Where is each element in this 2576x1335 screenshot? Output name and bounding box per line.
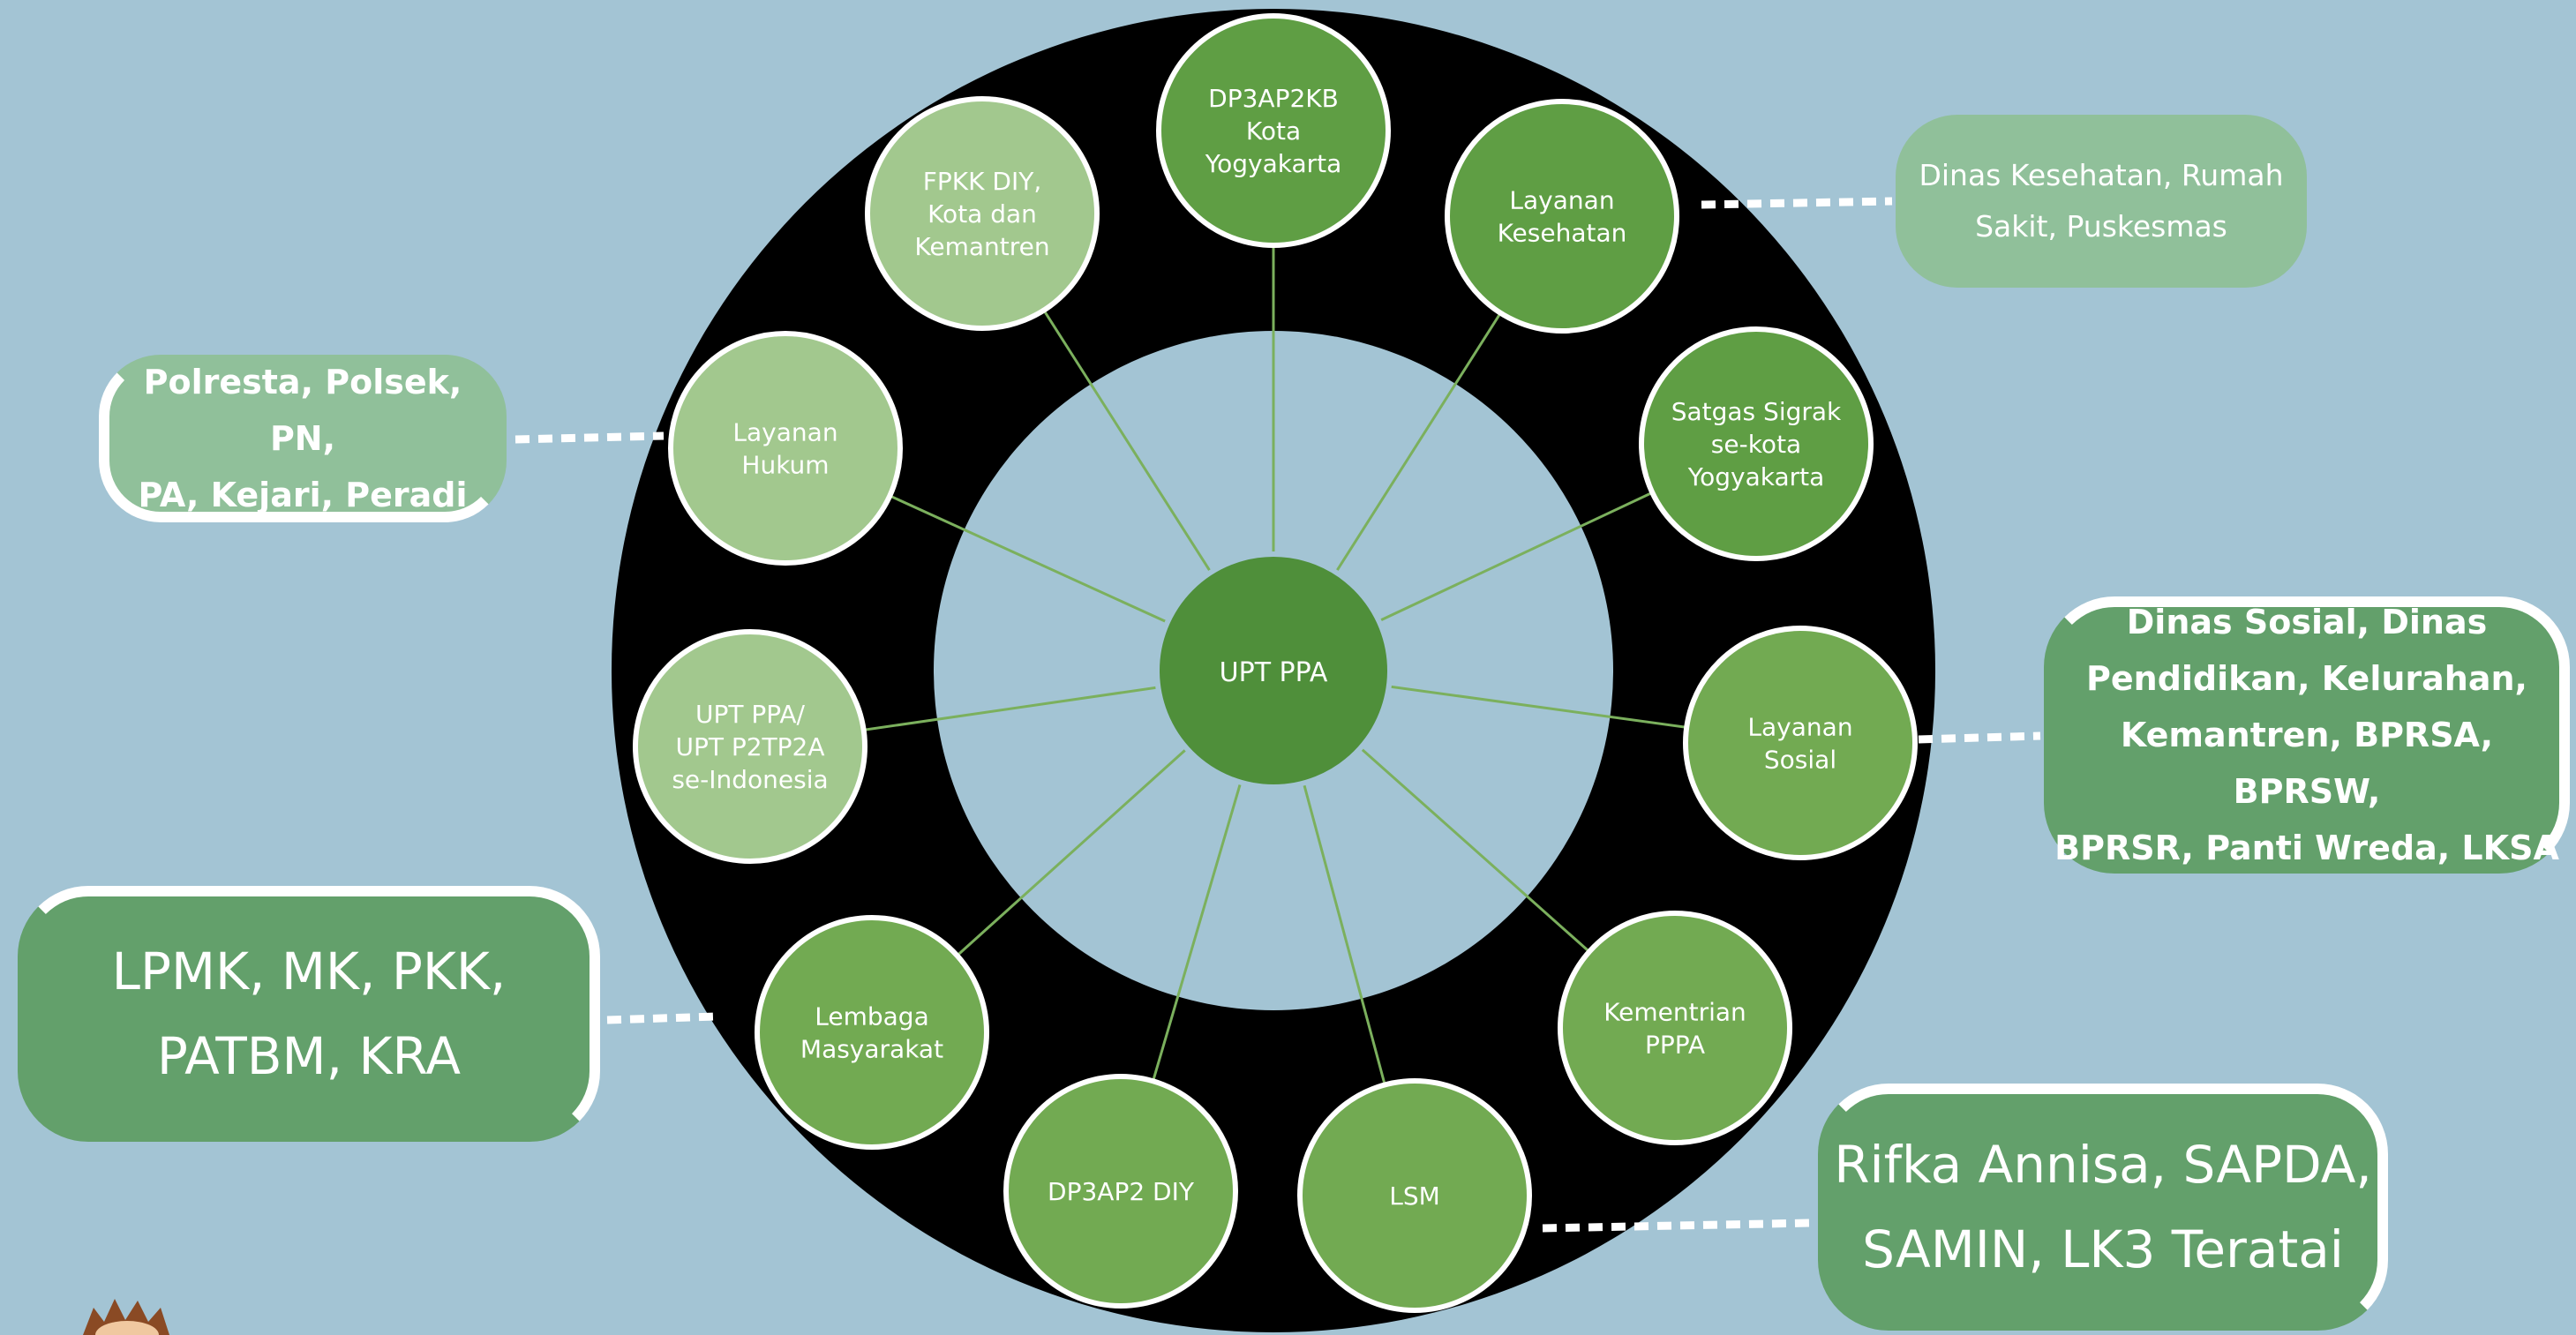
- node-label-layanan-kesehatan-2: Kesehatan: [1498, 219, 1627, 248]
- node-label-kementrian-pppa-1: Kementrian: [1603, 998, 1746, 1027]
- node-label-upt-ppa-indonesia-1: UPT PPA/: [695, 700, 806, 729]
- callout-masyarakat-line-1: LPMK, MK, PKK,: [111, 941, 507, 1001]
- node-label-fpkk-diy-3: Kemantren: [914, 232, 1049, 261]
- callout-hukum-line-1: Polresta, Polsek, PN,: [143, 363, 462, 458]
- callout-hukum-line-2: PA, Kejari, Peradi: [138, 476, 468, 514]
- node-circle-layanan-hukum: [668, 331, 903, 566]
- callout-kesehatan: Dinas Kesehatan, Rumah Sakit, Puskesmas: [1896, 115, 2307, 288]
- node-label-satgas-sigrak-2: se-kota: [1711, 430, 1801, 459]
- node-circle-layanan-kesehatan: [1445, 99, 1679, 334]
- node-upt-ppa-indonesia[interactable]: UPT PPA/UPT P2TP2A se-Indonesia: [633, 629, 867, 864]
- leader-hukum: [514, 431, 665, 444]
- callout-hukum: Polresta, Polsek, PN, PA, Kejari, Peradi: [99, 355, 507, 522]
- callout-masyarakat-line-2: PATBM, KRA: [156, 1026, 462, 1086]
- node-circle-lembaga-masyarakat: [755, 915, 989, 1150]
- node-label-layanan-sosial-2: Sosial: [1764, 746, 1836, 775]
- node-lsm[interactable]: LSM: [1297, 1078, 1532, 1313]
- callout-sosial-line-4: BPRSR, Panti Wreda, LKSA: [2054, 829, 2559, 867]
- node-label-layanan-kesehatan-1: Layanan: [1509, 186, 1614, 215]
- node-label-kementrian-pppa-2: PPPA: [1645, 1031, 1705, 1060]
- node-label-fpkk-diy-2: Kota dan: [928, 199, 1037, 229]
- node-label-satgas-sigrak-3: Yogyakarta: [1687, 462, 1825, 491]
- node-label-lembaga-masyarakat-2: Masyarakat: [800, 1035, 943, 1064]
- node-label-layanan-hukum-2: Hukum: [741, 451, 829, 480]
- node-circle-satgas-sigrak: [1639, 326, 1874, 561]
- callout-lsm: Rifka Annisa, SAPDA, SAMIN, LK3 Teratai: [1818, 1084, 2388, 1331]
- callout-lsm-line-2: SAMIN, LK3 Teratai: [1862, 1219, 2344, 1279]
- callout-sosial-line-3: Kemantren, BPRSA, BPRSW,: [2120, 716, 2494, 811]
- callout-masyarakat: LPMK, MK, PKK, PATBM, KRA: [18, 886, 600, 1142]
- node-circle-layanan-sosial: [1683, 626, 1918, 860]
- callout-sosial-line-1: Dinas Sosial, Dinas: [2126, 603, 2488, 641]
- node-circle-upt-ppa-indonesia: [633, 629, 867, 864]
- node-circle-dp3ap2-diy: [1003, 1074, 1238, 1309]
- nodes-group: DP3AP2KBKotaYogyakartaLayananKesehatanSa…: [633, 13, 1918, 1313]
- callout-sosial-line-2: Pendidikan, Kelurahan,: [2086, 659, 2527, 698]
- leader-masyarakat: [606, 1012, 717, 1024]
- node-label-layanan-sosial-1: Layanan: [1747, 713, 1852, 742]
- callout-kesehatan-line-2: Sakit, Puskesmas: [1975, 209, 2227, 244]
- node-label-dp3ap2kb-3: Yogyakarta: [1205, 149, 1342, 178]
- callout-sosial: Dinas Sosial, Dinas Pendidikan, Keluraha…: [2044, 596, 2570, 874]
- leader-kesehatan: [1701, 197, 1893, 209]
- node-circle-kementrian-pppa: [1558, 911, 1792, 1145]
- callout-kesehatan-line-1: Dinas Kesehatan, Rumah: [1919, 158, 2284, 192]
- node-circle-dp3ap2kb: [1156, 13, 1391, 248]
- hub-node[interactable]: UPT PPA: [1154, 551, 1393, 790]
- leader-sosial: [1918, 731, 2041, 744]
- callout-lsm-line-1: Rifka Annisa, SAPDA,: [1834, 1135, 2372, 1195]
- node-label-satgas-sigrak-1: Satgas Sigrak: [1671, 397, 1842, 426]
- mascot-figure: [83, 1299, 169, 1335]
- node-circle-fpkk-diy: [865, 96, 1100, 331]
- node-label-lsm-1: LSM: [1389, 1181, 1440, 1211]
- node-label-dp3ap2kb-2: Kota: [1246, 116, 1301, 146]
- node-circle-lsm: [1297, 1078, 1532, 1313]
- node-label-lembaga-masyarakat-1: Lembaga: [815, 1002, 928, 1031]
- node-label-fpkk-diy-1: FPKK DIY,: [923, 167, 1041, 196]
- node-label-dp3ap2-diy-1: DP3AP2 DIY: [1048, 1177, 1195, 1206]
- leader-lsm: [1542, 1219, 1812, 1233]
- node-dp3ap2-diy[interactable]: DP3AP2 DIY: [1003, 1074, 1238, 1309]
- node-label-upt-ppa-indonesia-3: se-Indonesia: [672, 765, 828, 794]
- node-label-upt-ppa-indonesia-2: UPT P2TP2A: [675, 732, 824, 761]
- node-label-layanan-hukum-1: Layanan: [732, 418, 837, 447]
- hub-label: UPT PPA: [1220, 657, 1328, 688]
- node-label-dp3ap2kb-1: DP3AP2KB: [1208, 84, 1339, 113]
